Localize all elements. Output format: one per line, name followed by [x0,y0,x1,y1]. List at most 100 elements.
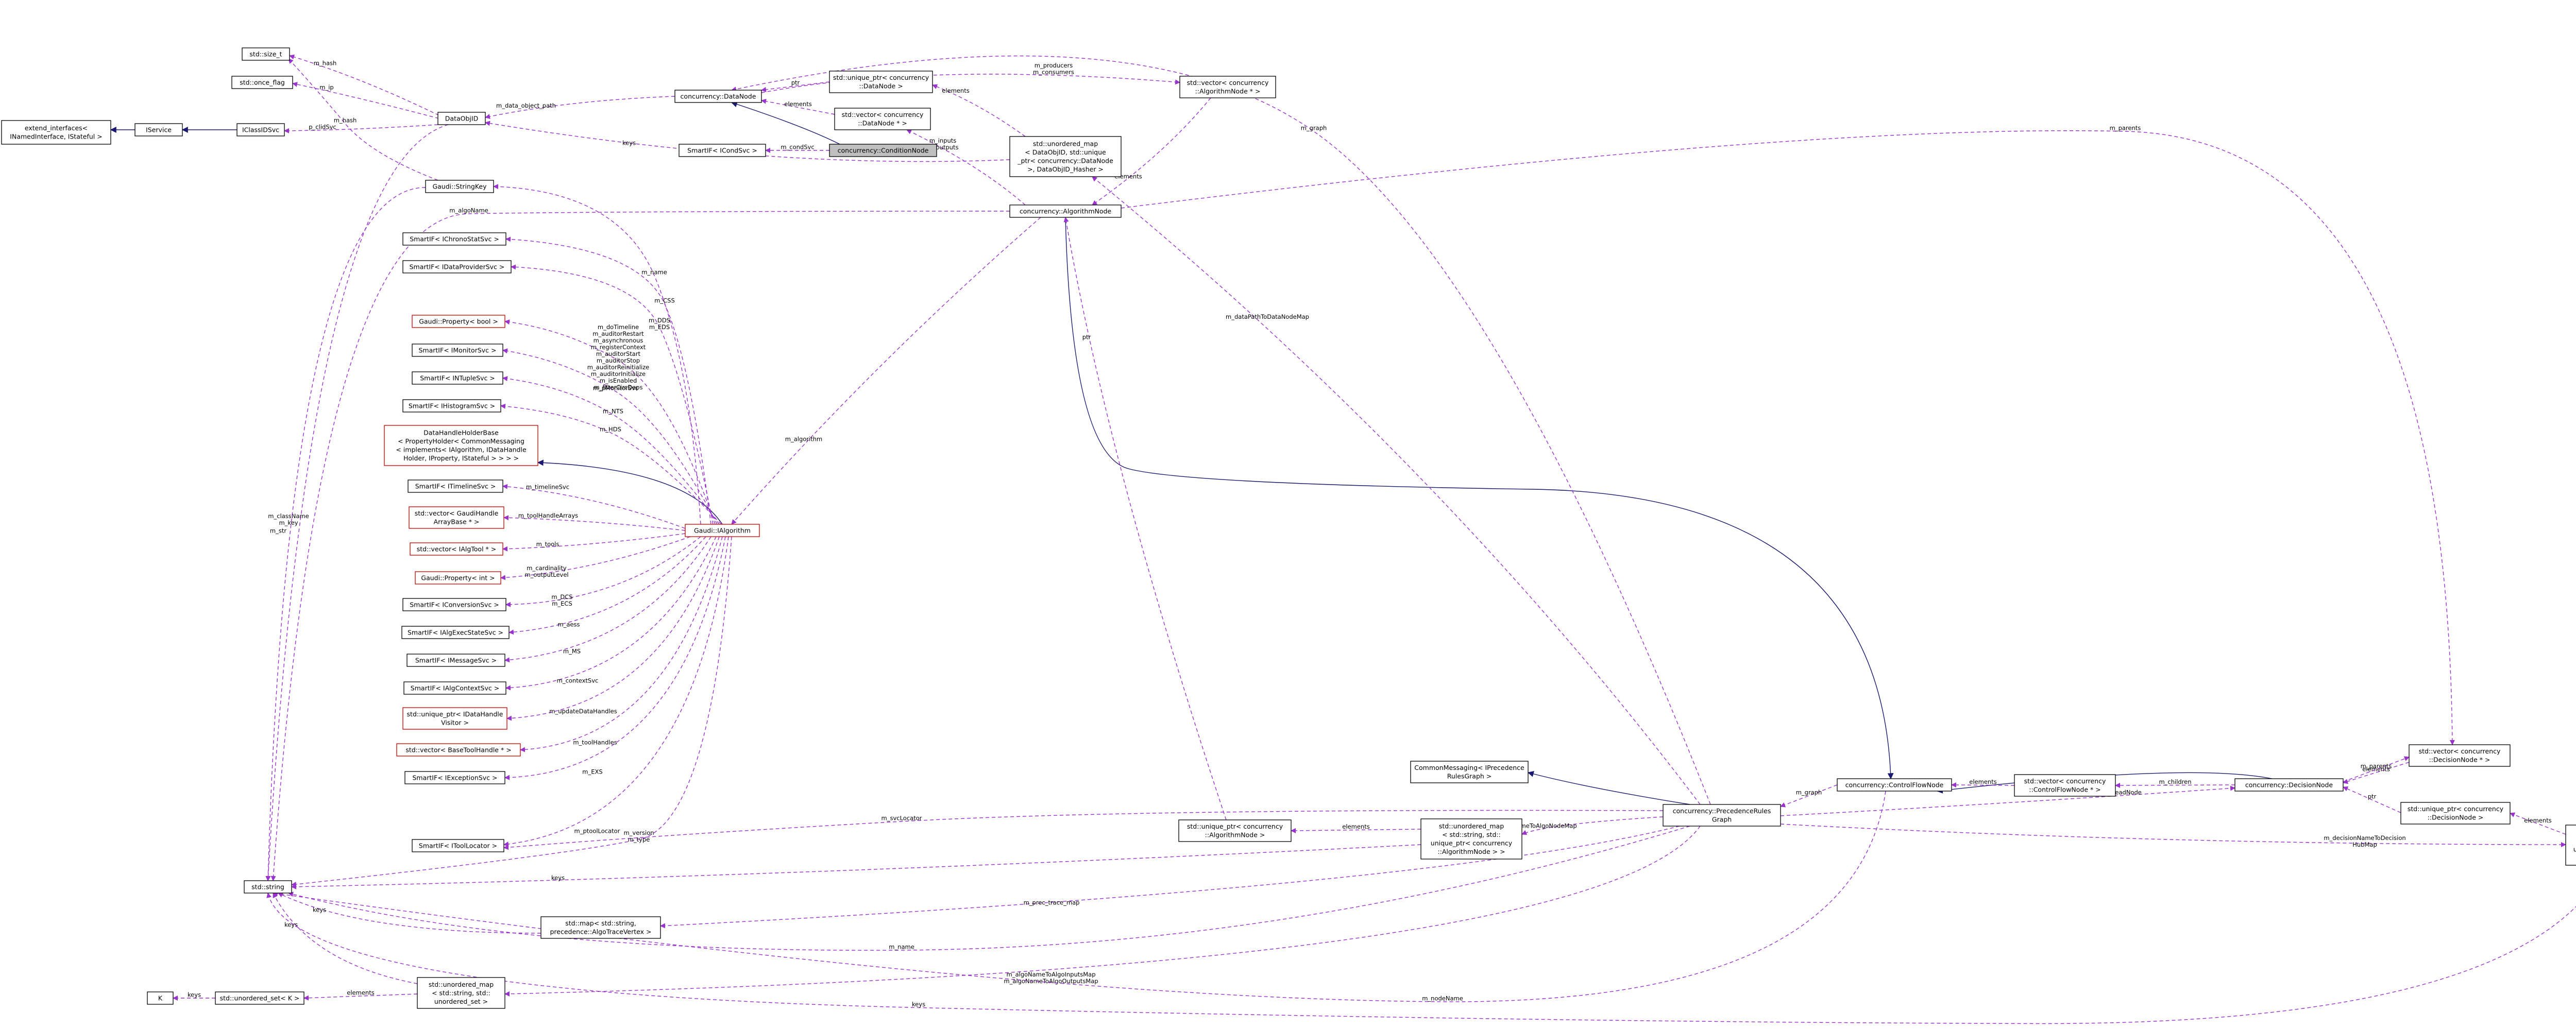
class-node-smartmessage[interactable]: SmartIF< IMessageSvc > [406,654,505,667]
usage-edge-ialgorithm-to-smartalgcontext: m_contextSvc [505,536,717,691]
class-node-algnode[interactable]: concurrency::AlgorithmNode [1009,204,1122,218]
class-node-smartalgexec[interactable]: SmartIF< IAlgExecStateSvc > [401,626,510,639]
edge-line [303,993,418,1001]
class-node-datanode[interactable]: concurrency::DataNode [674,90,762,103]
edge-label: m_auditorInitialize [591,370,646,378]
class-node-umapdatanode[interactable]: std::unordered_map< DataObjID, std::uniq… [1009,136,1122,177]
usage-edge-cfnode-to-prg: m_graph [1780,784,1838,808]
class-node-smartntuple[interactable]: SmartIF< INTupleSvc > [412,371,503,385]
class-node-dhholder[interactable]: DataHandleHolderBase< PropertyHolder< Co… [384,425,538,466]
class-node-box [412,371,503,385]
edge-label: m_name [889,944,914,951]
edge-label: m_pMonitorSvc [593,385,638,392]
class-node-propint[interactable]: Gaudi::Property< int > [415,571,501,585]
class-node-ext[interactable]: extend_interfaces<INamedInterface, IStat… [1,120,111,145]
class-node-smarttoollocator[interactable]: SmartIF< IToolLocator > [412,839,504,852]
edge-label: elements [2362,766,2389,773]
edge-line [506,536,720,721]
class-node-k[interactable]: K [147,991,174,1005]
class-node-smarthisto[interactable]: SmartIF< IHistogramSvc > [402,399,501,413]
class-node-uset[interactable]: std::unordered_set< K > [215,991,304,1005]
edge-line [761,81,830,92]
class-node-label: unique_ptr< concurrency [2573,846,2576,853]
class-node-mapstring[interactable]: std::map< std::string,precedence::AlgoTr… [540,916,661,939]
edge-line [1092,97,1211,205]
usage-edge-prg-to-umapdatanode: m_dataPathToDataNodeMap [1092,176,1701,805]
class-node-propbool[interactable]: Gaudi::Property< bool > [412,315,505,328]
class-node-label: ::DataNode > [859,82,903,90]
edge-line [906,129,1026,205]
edge-label: m_algorithm [785,436,822,443]
edge-line [265,187,426,881]
class-node-stringkey[interactable]: Gaudi::StringKey [425,180,494,193]
class-node-umapstringset[interactable]: std::unordered_map< std::string, std::un… [417,977,505,1009]
class-node-smartmonitor[interactable]: SmartIF< IMonitorSvc > [412,344,503,357]
inheritance-edge-prg-to-commonmessaging [1527,770,1690,805]
class-node-smarttimeline[interactable]: SmartIF< ITimelineSvc > [408,479,503,493]
usage-edge-umapalgnode-to-stdstring: keys [291,844,1421,889]
class-node-decisionnode[interactable]: concurrency::DecisionNode [2234,778,2344,792]
class-node-veccfnode[interactable]: std::vector< concurrency::ControlFlowNod… [2014,774,2116,797]
usage-edge-uptrdecisionnode-to-decisionnode: ptr [2343,786,2401,813]
class-node-smartchrono[interactable]: SmartIF< IChronoStatSvc > [402,232,506,246]
class-node-uptralgnode[interactable]: std::unique_ptr< concurrency::AlgorithmN… [1178,819,1292,842]
usage-edge-ialgorithm-to-smartmessage: m_MS [504,536,711,663]
class-node-label: IClassIDSvc [242,126,279,133]
usage-edge-prg-to-stdstring: m_name [288,826,1690,951]
class-node-vecdatanode[interactable]: std::vector< concurrency::DataNode * > [834,108,931,130]
class-node-vecbasetoolhandle[interactable]: std::vector< BaseToolHandle * > [396,743,521,757]
edge-label: m_DDS [649,317,670,324]
class-node-label: SmartIF< IMonitorSvc > [419,346,497,354]
class-node-smartdataprov[interactable]: SmartIF< IDataProviderSvc > [402,260,512,273]
class-node-iclassidsvc[interactable]: IClassIDSvc [236,123,285,136]
class-node-label: SmartIF< IAlgContextSvc > [411,684,499,692]
class-node-vecalgnode[interactable]: std::vector< concurrency::AlgorithmNode … [1179,76,1276,98]
class-node-label: std::vector< concurrency [2419,747,2501,755]
class-node-onceflag[interactable]: std::once_flag [231,76,293,89]
edge-line [1780,784,1838,808]
edge-label: m_toolHandles [573,739,617,746]
class-node-label: < std::string, std:: [1442,831,1501,838]
class-node-umapalgnode[interactable]: std::unordered_map< std::string, std::un… [1420,818,1522,860]
edge-label: m_inputs [929,137,957,144]
class-node-vecialgtool[interactable]: std::vector< IAlgTool * > [410,542,503,556]
class-node-iservice[interactable]: IService [134,123,183,136]
usage-edge-ialgorithm-to-stringkey: m_name [493,184,701,525]
class-node-cfnode[interactable]: concurrency::ControlFlowNode [1837,778,1952,792]
edge-label: m_type [628,836,650,843]
edge-label: elements [942,87,969,94]
class-node-box [409,506,504,529]
edge-label: m_EXS [582,768,602,776]
class-node-smartconversion[interactable]: SmartIF< IConversionSvc > [402,598,506,611]
class-node-label: ::DecisionNode > [2428,814,2484,821]
edge-line [1063,217,1227,820]
edge-label: m_timelineSvc [526,484,569,491]
class-node-smartcondsvc[interactable]: SmartIF< ICondSvc > [679,144,766,157]
edge-line [292,81,439,119]
usage-edge-ialgorithm-to-smarthisto: m_HDS [500,403,722,525]
class-node-smartalgcontext[interactable]: SmartIF< IAlgContextSvc > [403,681,506,695]
class-node-box [402,260,512,273]
edge-line [1121,130,2455,745]
class-node-sizet[interactable]: std::size_t [242,47,290,61]
class-node-label: std::vector< GaudiHandle [415,509,499,517]
class-node-uptrdatanode[interactable]: std::unique_ptr< concurrency::DataNode > [829,71,933,93]
class-node-vecdecisionnode[interactable]: std::vector< concurrency::DecisionNode *… [2409,744,2511,767]
class-node-umapdecisionnode[interactable]: std::unordered_map< std::string, std::un… [2565,825,2576,866]
class-node-smartexception[interactable]: SmartIF< IExceptionSvc > [404,771,505,784]
edge-line [291,536,732,887]
class-node-ialgorithm[interactable]: Gaudi::IAlgorithm [685,524,760,537]
class-node-uptrdecisionnode[interactable]: std::unique_ptr< concurrency::DecisionNo… [2400,802,2511,825]
class-node-conditionnode[interactable]: concurrency::ConditionNode [829,144,937,157]
class-node-stdstring[interactable]: std::string [244,880,292,894]
usage-edge-datanode-to-dataobjid: m_data_object_path [485,96,675,119]
class-node-dataobjid[interactable]: DataObjID [437,112,486,125]
edge-line [273,791,1886,1002]
usage-edge-ialgorithm-to-smartmonitor: m_pMonitorSvc [502,348,718,525]
edge-line [502,376,720,525]
